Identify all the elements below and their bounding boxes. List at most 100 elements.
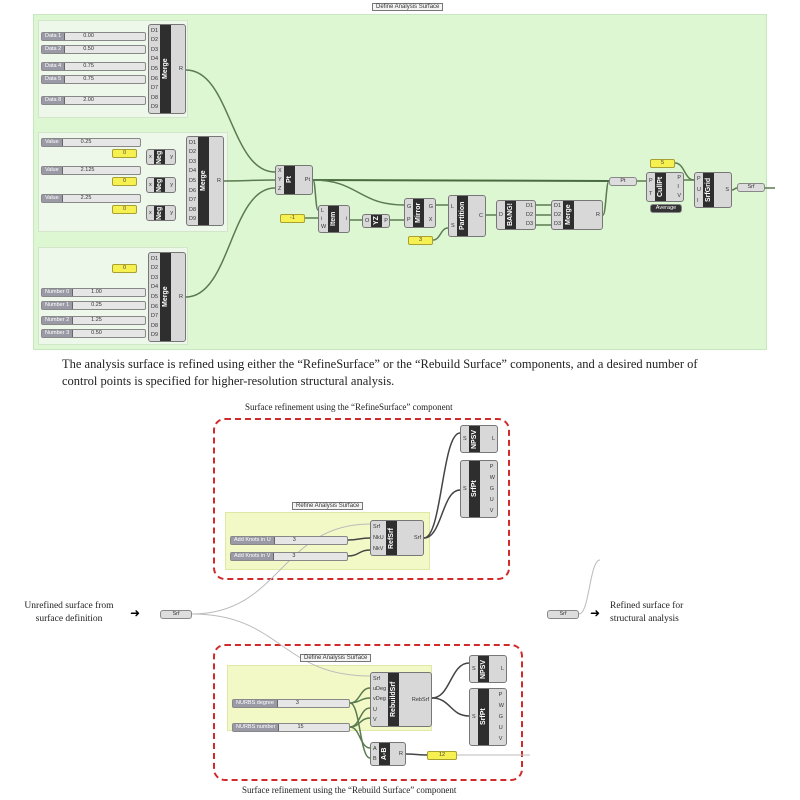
output-port[interactable]: P (498, 692, 503, 699)
input-port[interactable]: D2 (151, 265, 159, 272)
input-port[interactable]: Srf (373, 676, 381, 683)
input-port[interactable]: U (697, 186, 701, 193)
output-port[interactable]: P (677, 175, 681, 182)
output-port[interactable]: I (677, 183, 679, 190)
output-port[interactable]: R (399, 751, 403, 757)
input-port[interactable]: D3 (189, 158, 197, 165)
output-port[interactable]: D3 (525, 220, 533, 227)
panel[interactable]: 5 (650, 159, 675, 168)
output-port[interactable]: S (725, 187, 729, 193)
input-port[interactable]: I (697, 197, 699, 204)
input-port[interactable]: D7 (151, 85, 159, 92)
input-port[interactable]: D4 (151, 56, 159, 63)
input-port[interactable]: S (463, 486, 467, 492)
input-port[interactable]: D9 (151, 332, 159, 339)
input-port[interactable]: D8 (151, 94, 159, 101)
output-port[interactable]: R (179, 294, 183, 300)
input-port[interactable]: x (149, 182, 152, 188)
output-port[interactable]: G (498, 713, 504, 720)
input-port[interactable]: D8 (189, 206, 197, 213)
input-port[interactable]: S (472, 714, 476, 720)
input-port[interactable]: O (365, 218, 370, 224)
input-port[interactable]: D1 (189, 139, 197, 146)
input-port[interactable]: NkU (373, 534, 384, 541)
output-port[interactable]: y (170, 210, 173, 216)
param[interactable]: Srf (547, 610, 579, 619)
input-port[interactable]: D3 (151, 274, 159, 281)
input-port[interactable]: D9 (189, 216, 197, 223)
input-port[interactable]: D5 (151, 293, 159, 300)
output-port[interactable]: y (170, 182, 173, 188)
input-port[interactable]: uDeg (373, 686, 387, 693)
output-port[interactable]: Srf (413, 535, 421, 541)
input-port[interactable]: D1 (151, 255, 159, 262)
input-port[interactable]: D7 (151, 313, 159, 320)
input-port[interactable]: NkV (373, 545, 384, 552)
input-port[interactable]: D8 (151, 322, 159, 329)
output-port[interactable]: L (500, 666, 504, 672)
output-port[interactable]: R (217, 178, 221, 184)
input-port[interactable]: D2 (151, 37, 159, 44)
input-port[interactable]: G (407, 203, 412, 210)
input-port[interactable]: P (649, 177, 653, 184)
input-port[interactable]: D1 (151, 27, 159, 34)
input-port[interactable]: A (373, 746, 377, 752)
input-port[interactable]: D6 (189, 187, 197, 194)
output-port[interactable]: L (491, 436, 495, 442)
panel[interactable]: 12 (427, 751, 457, 760)
input-port[interactable]: D (499, 212, 503, 218)
input-port[interactable]: D9 (151, 104, 159, 111)
input-port[interactable]: B (373, 756, 377, 762)
input-port[interactable]: V (373, 716, 377, 723)
output-port[interactable]: R (596, 212, 600, 218)
output-port[interactable]: G (428, 203, 433, 210)
output-port[interactable]: D2 (525, 211, 533, 218)
output-port[interactable]: U (489, 496, 494, 503)
output-port[interactable]: U (498, 724, 503, 731)
input-port[interactable]: Y (278, 176, 282, 183)
input-port[interactable]: L (451, 203, 455, 210)
input-port[interactable]: S (463, 436, 467, 442)
param[interactable]: Srf (160, 610, 192, 619)
input-port[interactable]: T (649, 190, 653, 197)
output-port[interactable]: V (677, 192, 681, 199)
output-port[interactable]: RebSrf (411, 696, 429, 703)
input-port[interactable]: S (451, 222, 455, 229)
input-port[interactable]: U (373, 706, 377, 713)
output-port[interactable]: Pt (304, 177, 310, 183)
param[interactable]: Pt (609, 177, 637, 186)
input-port[interactable]: D6 (151, 303, 159, 310)
output-port[interactable]: V (498, 735, 503, 742)
panel[interactable]: 0 (112, 149, 137, 158)
output-port[interactable]: P (384, 218, 388, 224)
output-port[interactable]: G (489, 485, 495, 492)
input-port[interactable]: L (321, 208, 325, 214)
input-port[interactable]: D1 (554, 203, 562, 210)
input-port[interactable]: x (149, 210, 152, 216)
output-port[interactable]: W (489, 475, 495, 482)
input-port[interactable]: X (278, 168, 282, 175)
panel[interactable]: 3 (408, 236, 433, 245)
